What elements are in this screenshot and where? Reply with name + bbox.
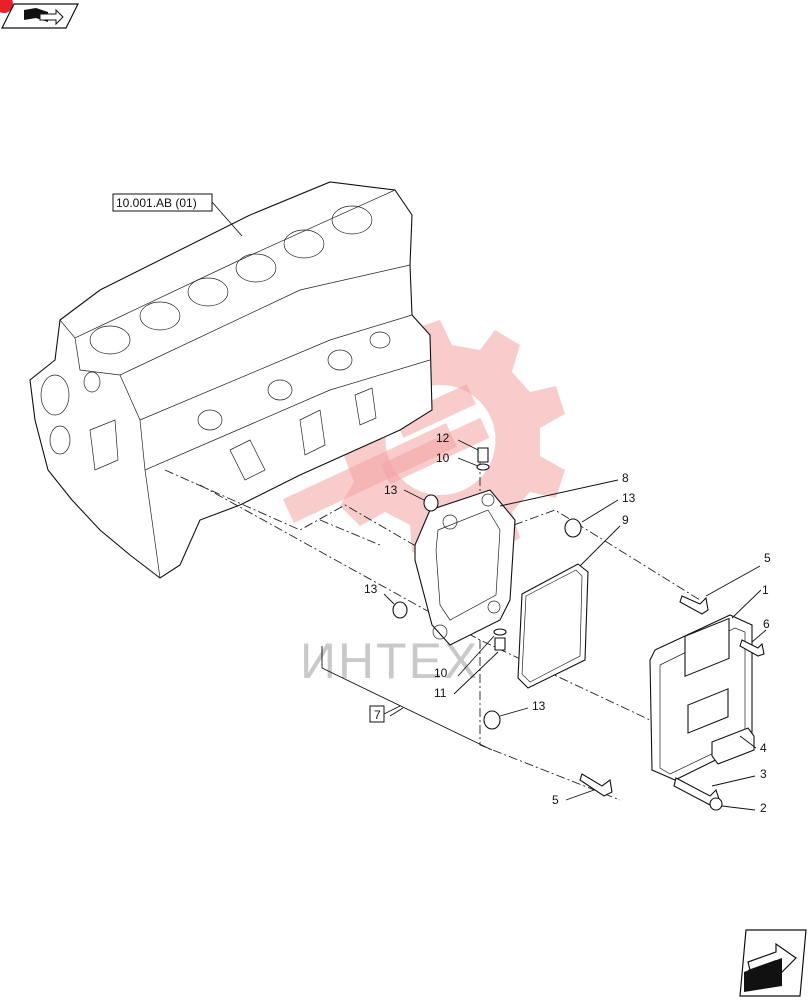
plug-11 — [494, 637, 506, 651]
callout-11: 11 — [434, 686, 447, 700]
callout-1: 1 — [762, 583, 769, 597]
hardware — [392, 447, 765, 811]
callout-13-a: 13 — [384, 483, 398, 497]
callout-7: 7 — [374, 708, 381, 722]
corner-marker — [0, 0, 13, 13]
ecu-gasket — [517, 563, 589, 689]
next-page-button[interactable] — [739, 929, 807, 997]
reference-tag[interactable]: 10.001.AB (01) — [112, 193, 243, 237]
bolt-5-lower — [579, 773, 613, 797]
nut-2 — [709, 797, 723, 811]
group-7-bracket — [321, 646, 493, 751]
callout-10-lower: 10 — [434, 666, 448, 680]
ecu-cover — [711, 727, 755, 765]
callout-6: 6 — [763, 617, 770, 631]
grommet-13-d — [483, 710, 501, 730]
engine-block — [29, 181, 433, 579]
washer-10-upper — [476, 463, 490, 471]
screw-12 — [477, 447, 489, 463]
callout-13-b: 13 — [622, 491, 636, 505]
grommet-13-c — [392, 601, 408, 619]
callout-4: 4 — [760, 741, 767, 755]
callout-10-upper: 10 — [436, 451, 450, 465]
grommet-13-a — [423, 494, 439, 512]
grommet-13-b — [564, 518, 582, 538]
bolt-5-upper — [679, 595, 709, 615]
ecu-bracket-frame — [414, 489, 516, 646]
callout-13-c: 13 — [364, 582, 378, 596]
callout-3: 3 — [760, 767, 767, 781]
callouts: 1 2 3 4 5 5 6 7 8 9 10 10 1 — [364, 431, 771, 815]
book-nav-icon — [24, 8, 64, 26]
screw-6 — [739, 639, 765, 657]
callout-12: 12 — [436, 431, 450, 445]
callout-5-lower: 5 — [552, 793, 559, 807]
callout-5-upper: 5 — [764, 551, 771, 565]
washer-10-lower — [493, 628, 507, 636]
callout-2: 2 — [760, 801, 767, 815]
top-nav-badge[interactable] — [0, 0, 79, 29]
callout-13-d: 13 — [532, 699, 546, 713]
reference-tag-label: 10.001.AB (01) — [116, 196, 197, 210]
callout-9: 9 — [622, 513, 629, 527]
callout-8: 8 — [622, 471, 629, 485]
next-page-arrow-icon — [744, 942, 797, 992]
